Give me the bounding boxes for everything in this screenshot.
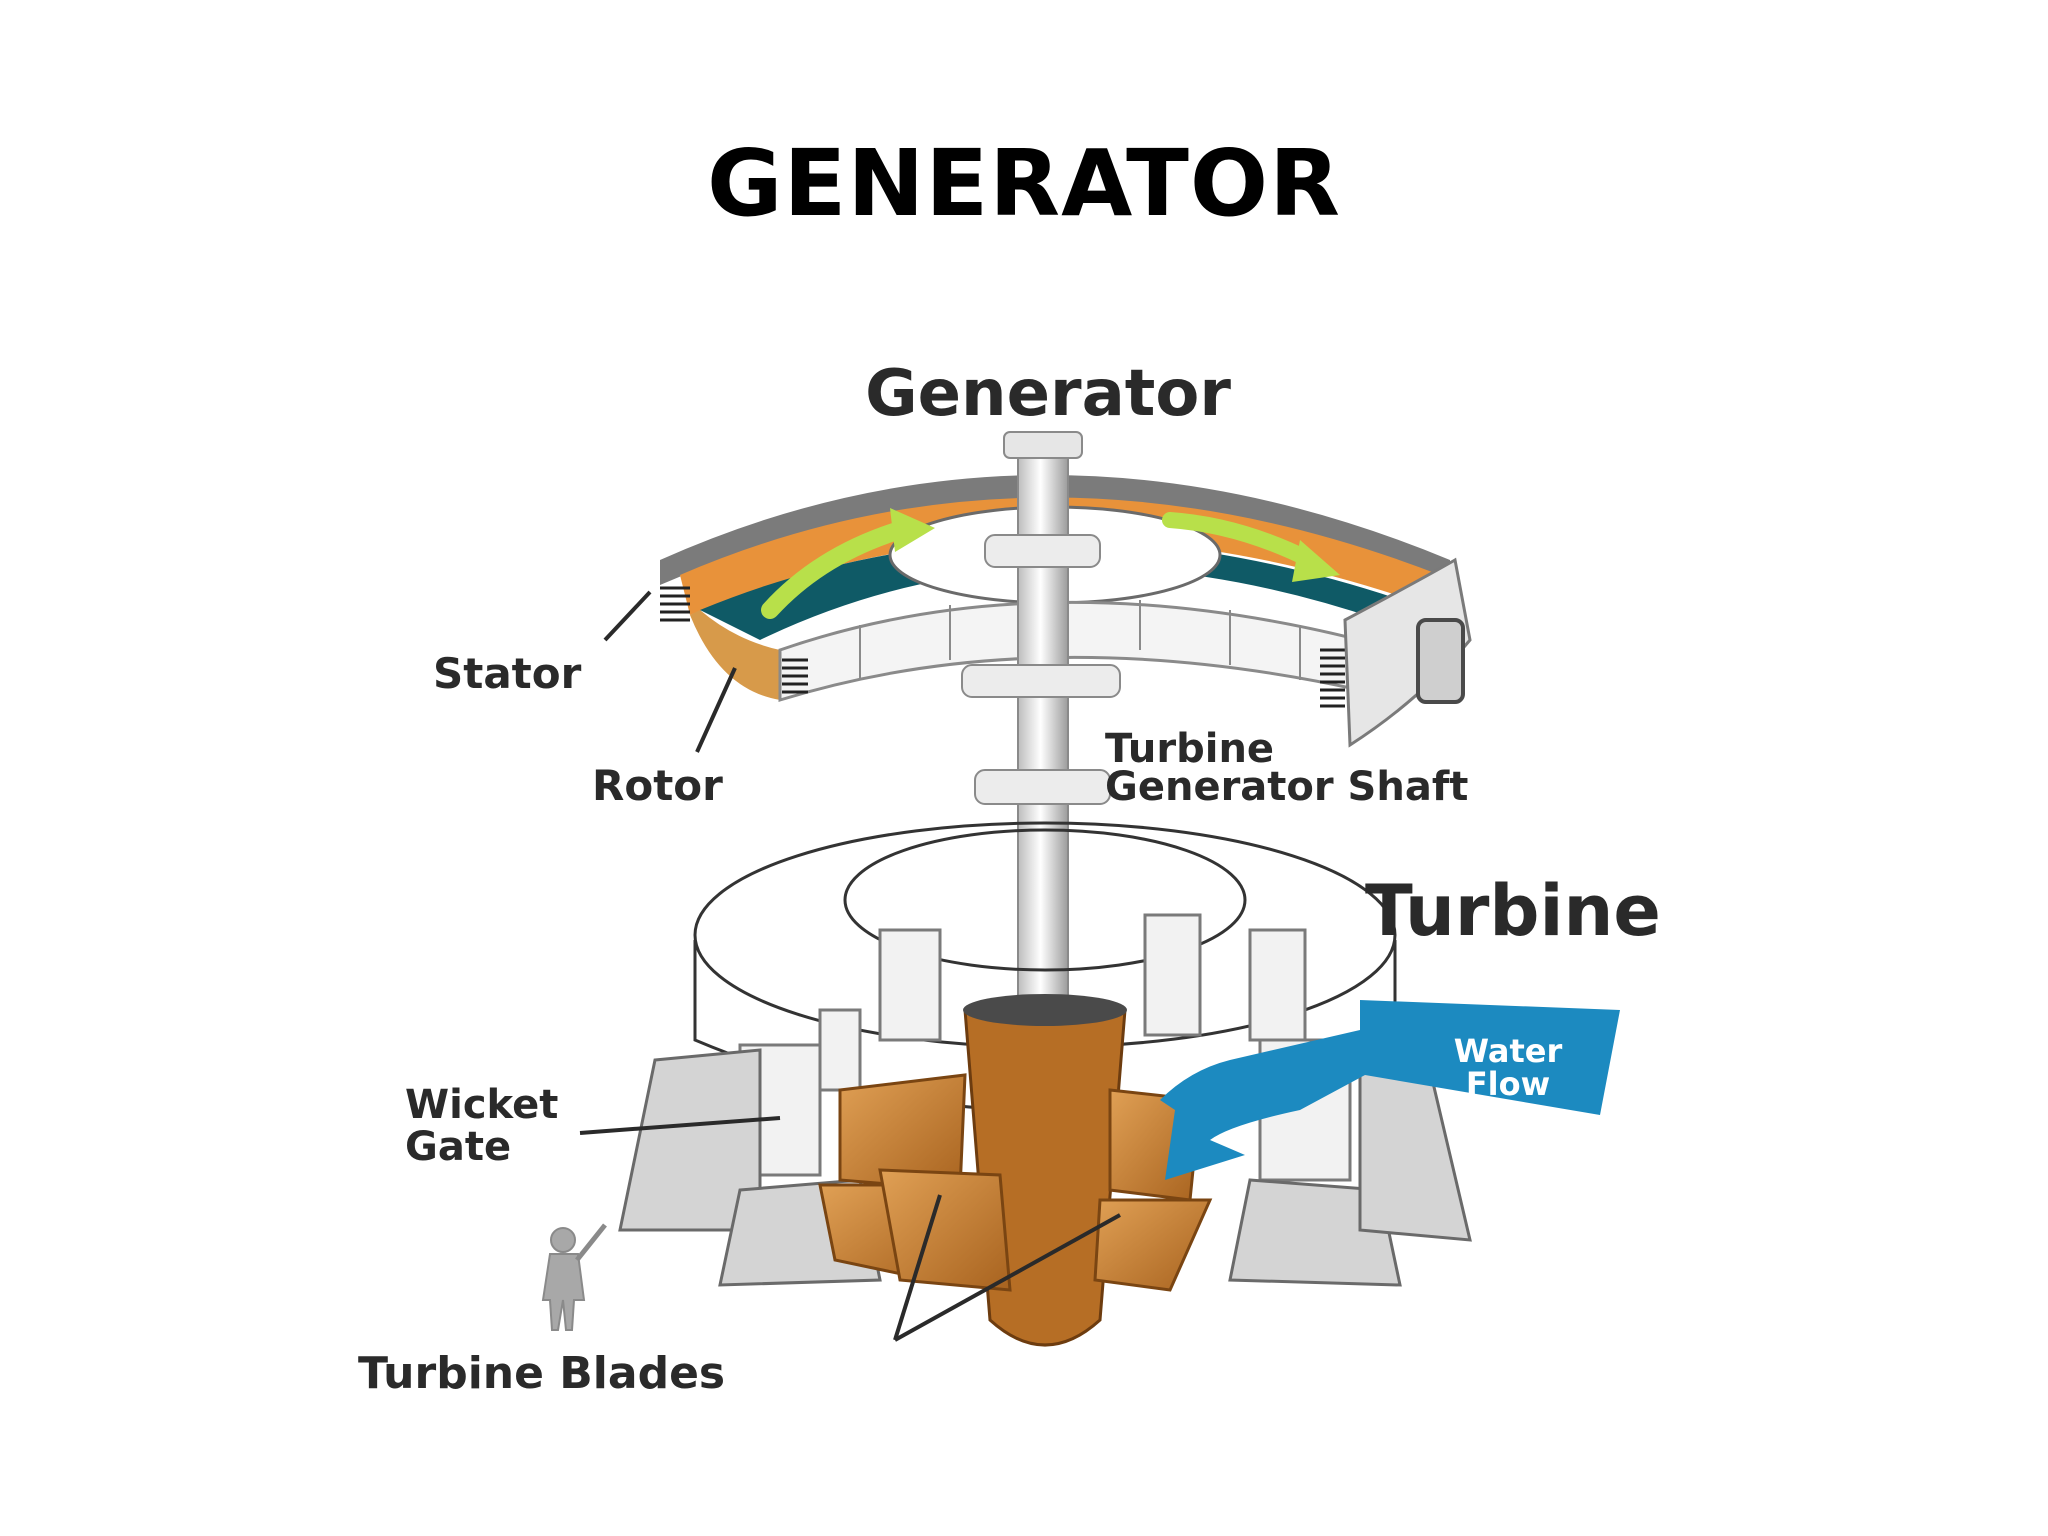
rotation-arrow-right [1162,512,1318,568]
shaft-coupling-middle [961,664,1121,698]
shaft-coupling-lower [974,769,1111,805]
stator-coils-left [660,586,808,694]
label-turbine-blades: Turbine Blades [358,1348,725,1399]
turbine-generator-shaft [961,431,1121,1051]
slide-title: GENERATOR [707,130,1341,237]
diagram-heading: Generator [865,357,1231,431]
rotation-arrow-left [761,521,909,619]
person-scale-figure [541,1223,607,1331]
turbine-runner [818,994,1213,1347]
label-wicket-line1: Wicket [405,1082,558,1128]
rotor-band [680,497,1440,615]
shaft-coupling-upper [984,534,1101,568]
stator-coils-right [1320,648,1345,708]
label-shaft-line2: Generator Shaft [1105,764,1468,810]
water-flow-label-line1: Water [1454,1032,1563,1070]
water-flow-arrow: Water Flow [1160,1000,1620,1180]
stator-cutaway-plate [1416,618,1465,704]
stator-ring [660,475,1450,585]
label-turbine: Turbine [1365,870,1661,952]
rotor-poles [700,540,1430,640]
rotor-side [690,610,780,700]
label-stator: Stator [433,649,582,698]
leader-lines [579,590,1121,1342]
label-wicket-line2: Gate [405,1124,511,1170]
label-shaft-line1: Turbine [1105,726,1274,772]
stator-cutaway [1343,557,1472,748]
label-rotor: Rotor [592,761,723,810]
runner-hub-cone [963,998,1127,1347]
water-flow-label-line2: Flow [1466,1065,1550,1103]
